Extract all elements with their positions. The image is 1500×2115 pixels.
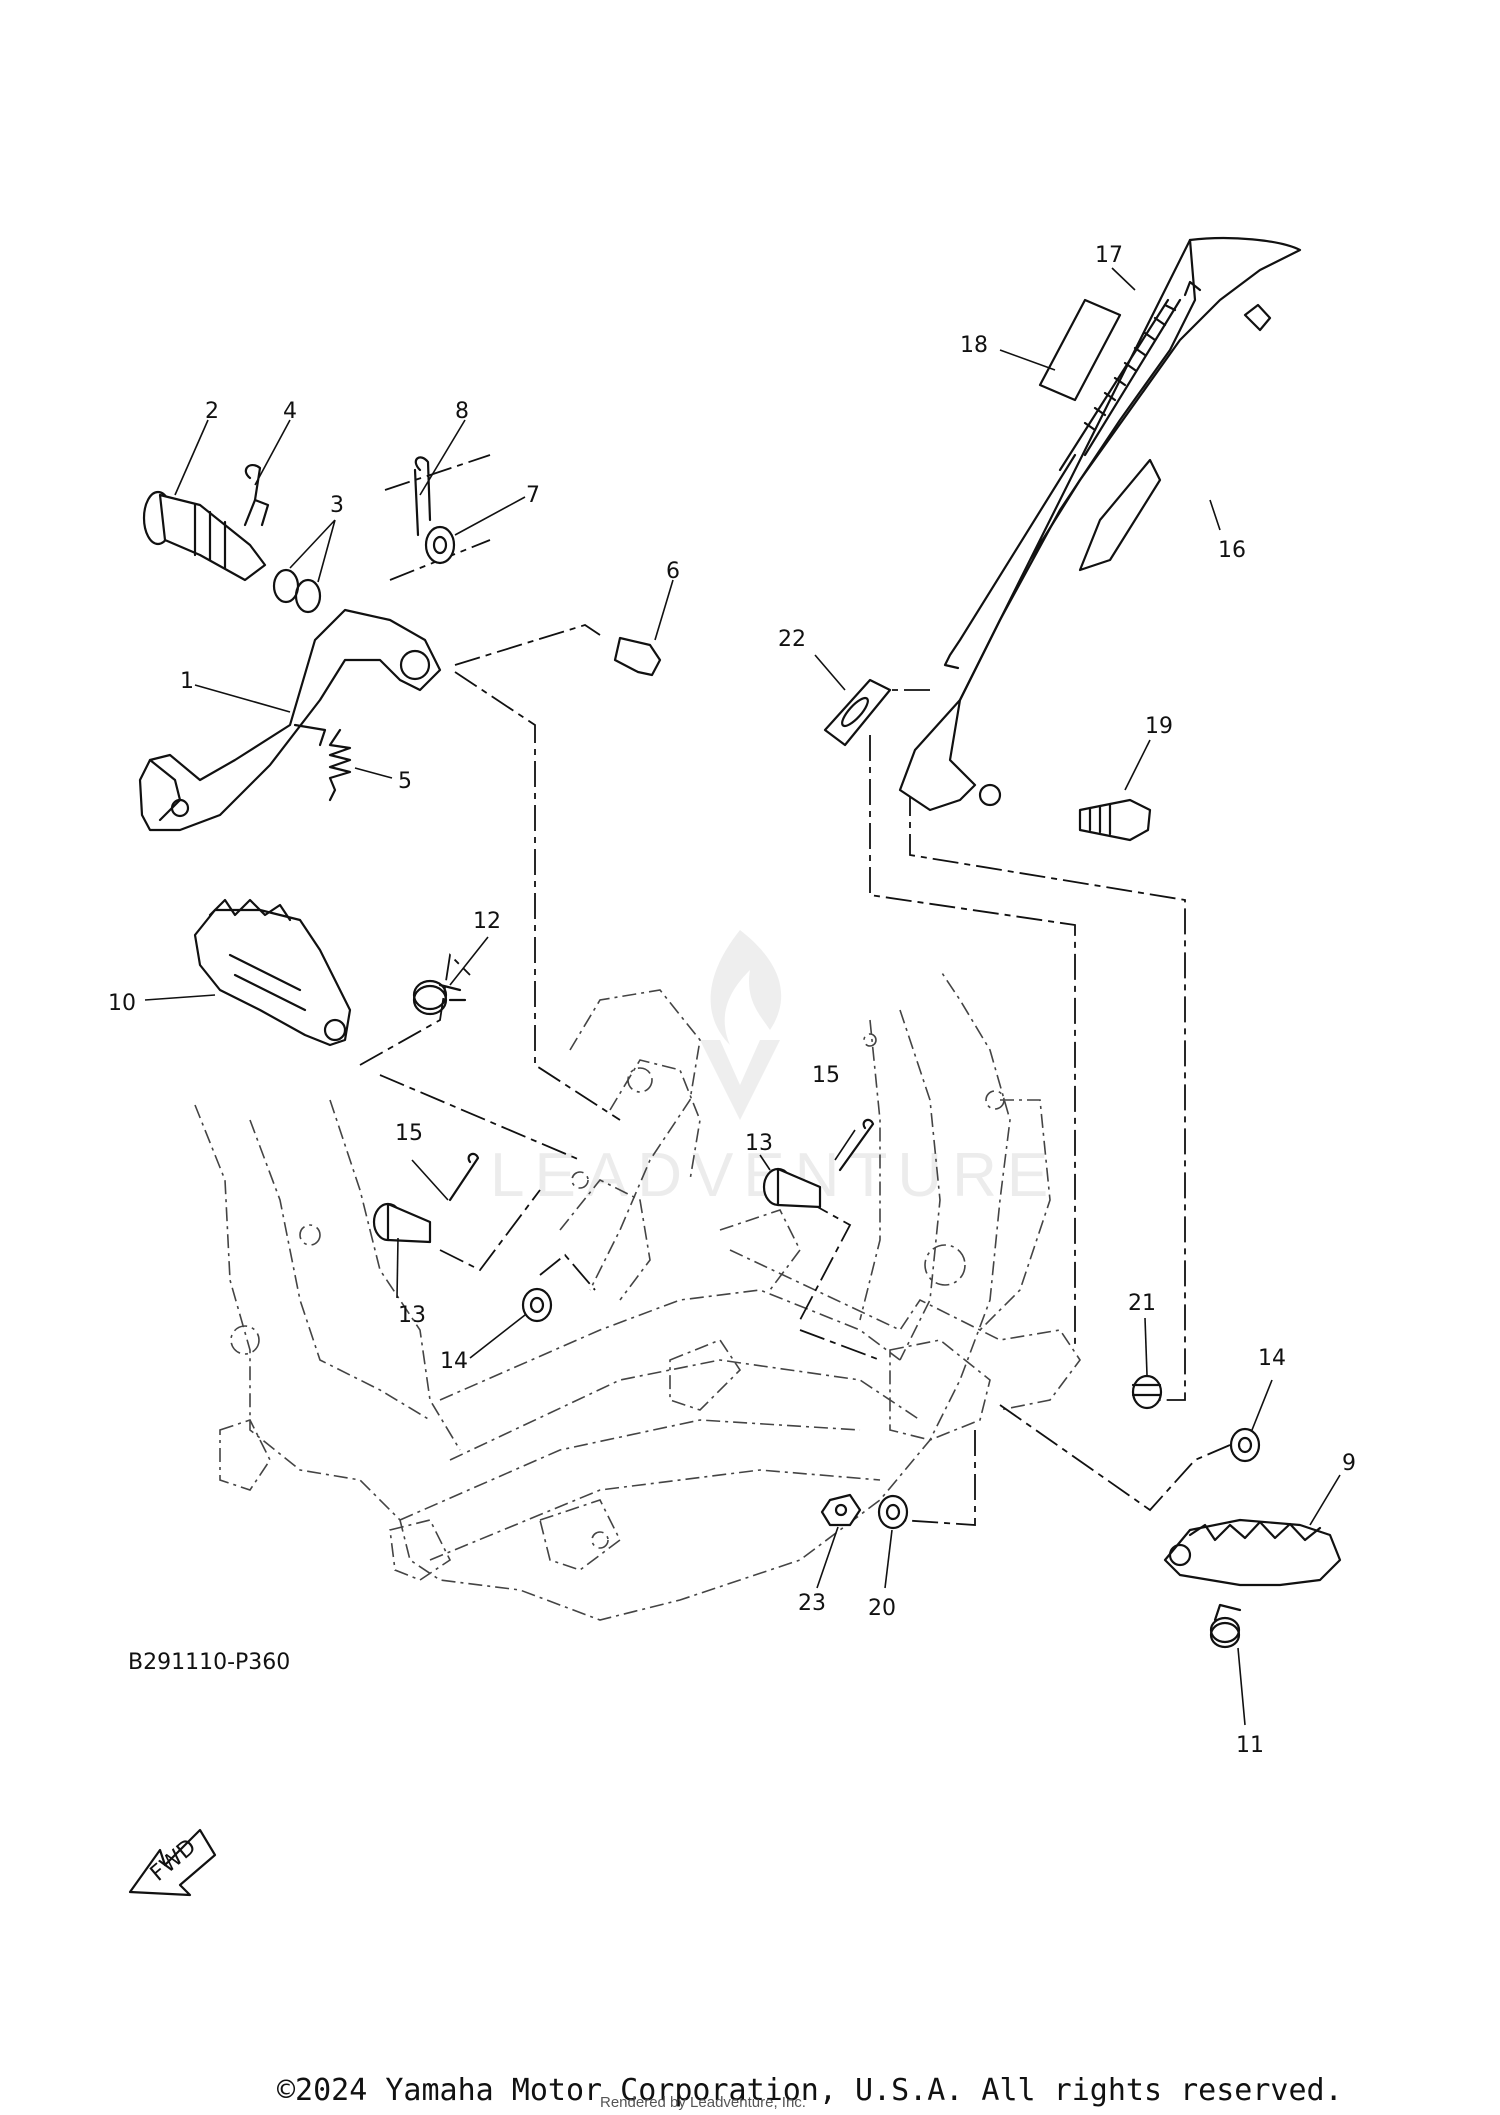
callout-22: 22 — [778, 627, 806, 652]
washer — [424, 525, 456, 565]
right-footrest — [1163, 1518, 1342, 1587]
diagram-code: B291110-P360 — [128, 1650, 291, 1675]
copyright-notice: ©2024 Yamaha Motor Corporation, U.S.A. A… — [277, 2073, 1343, 2108]
rendered-by-credit: Rendered by Leadventure, Inc. — [600, 2094, 806, 2111]
sidestand — [898, 236, 1302, 812]
washer-left — [521, 1287, 553, 1323]
callout-15-right: 15 — [812, 1063, 840, 1088]
callout-11: 11 — [1236, 1733, 1264, 1758]
callout-10: 10 — [108, 991, 136, 1016]
footrest-spring-left — [412, 979, 467, 1016]
r-clip — [243, 463, 270, 527]
flame-logo-icon — [700, 930, 782, 1120]
spring-sleeve — [1038, 298, 1122, 402]
callout-4: 4 — [283, 399, 297, 424]
washer-20 — [877, 1494, 909, 1530]
left-footrest — [193, 898, 352, 1047]
clevis-pin — [613, 636, 662, 677]
brake-pedal — [138, 608, 442, 832]
callout-18: 18 — [960, 333, 988, 358]
footrest-spring-right — [1209, 1603, 1242, 1649]
callout-13-left: 13 — [398, 1303, 426, 1328]
callout-labels: 1 2 3 4 5 6 7 8 9 10 11 12 13 13 14 14 1… — [108, 243, 1356, 1758]
callout-16: 16 — [1218, 538, 1246, 563]
callout-7: 7 — [526, 483, 540, 508]
callout-13-right: 13 — [745, 1131, 773, 1156]
callout-21: 21 — [1128, 1291, 1156, 1316]
cotter-pin-left — [448, 1152, 480, 1202]
nut — [820, 1493, 862, 1527]
footrest-pin-right — [762, 1167, 822, 1209]
callout-9: 9 — [1342, 1451, 1356, 1476]
callout-14-right: 14 — [1258, 1346, 1286, 1371]
sidestand-spring — [943, 280, 1202, 670]
callout-8: 8 — [455, 399, 469, 424]
callout-1: 1 — [180, 669, 194, 694]
cotter-pin — [413, 456, 432, 537]
cotter-pin-right — [838, 1118, 875, 1172]
return-spring — [328, 728, 352, 802]
leader-lines — [144, 267, 1341, 1726]
assembly-lines — [359, 454, 1231, 1526]
pivot-bolt — [1078, 798, 1152, 842]
callout-19: 19 — [1145, 714, 1173, 739]
callout-15-left: 15 — [395, 1121, 423, 1146]
fwd-arrow-icon: FWD — [128, 1828, 217, 1897]
spring-plate — [823, 678, 892, 747]
callout-6: 6 — [666, 559, 680, 584]
washer-right — [1229, 1427, 1261, 1463]
callout-17: 17 — [1095, 243, 1123, 268]
callout-14-left: 14 — [440, 1349, 468, 1374]
footrest-pin-left — [372, 1202, 432, 1244]
callout-23: 23 — [798, 1591, 826, 1616]
o-rings — [272, 568, 322, 614]
callout-12: 12 — [473, 909, 501, 934]
callout-20: 20 — [868, 1596, 896, 1621]
callout-5: 5 — [398, 769, 412, 794]
callout-2: 2 — [205, 399, 219, 424]
motorcycle-frame — [194, 969, 1081, 1621]
pivot-shaft — [142, 490, 267, 582]
callout-3: 3 — [330, 493, 344, 518]
collar — [1131, 1374, 1163, 1410]
